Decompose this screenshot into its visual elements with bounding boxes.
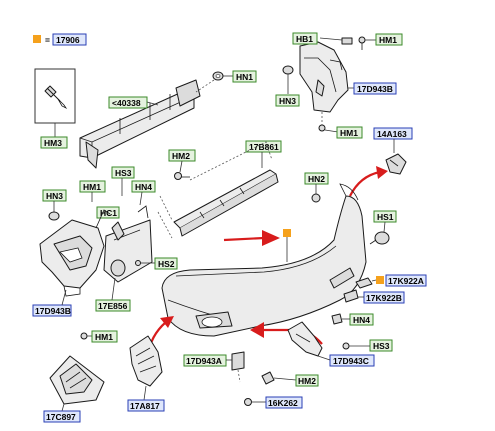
screw-hs2 <box>135 260 155 266</box>
reinforcement-beam <box>79 79 201 169</box>
shield-17a817 <box>129 335 163 387</box>
label-17d943a-text: 17D943A <box>186 356 222 366</box>
bracket-left <box>39 209 111 297</box>
label-hm2-top-text: HM2 <box>172 151 190 161</box>
label-17k922b <box>363 291 405 304</box>
label-hn2 <box>304 172 329 185</box>
label-hm1-top <box>375 33 403 46</box>
label-17b861-text: 17B861 <box>249 142 279 152</box>
label-hm1-left-text: HM1 <box>83 182 101 192</box>
label-hm1-right <box>336 126 363 139</box>
label-16k262-text: 16K262 <box>268 398 298 408</box>
label-17e856-text: 17E856 <box>98 301 128 311</box>
reflector-left <box>355 277 377 289</box>
legend-marker <box>33 35 41 43</box>
arrow-clip <box>349 166 388 197</box>
label-hb1-text: HB1 <box>296 34 313 44</box>
label-hn3-left <box>42 189 67 202</box>
label-17d943c <box>329 354 375 367</box>
label-17k922a-text: 17K922A <box>388 276 424 286</box>
label-17a817-text: 17A817 <box>130 401 160 411</box>
label-14a163 <box>373 127 413 140</box>
label-hm1-bottom-text: HM1 <box>95 332 113 342</box>
reflector-right <box>343 289 364 303</box>
label-hs2 <box>154 257 178 270</box>
screw-hs3-right <box>342 342 370 350</box>
label-17c897 <box>43 410 81 423</box>
label-hm1-right-text: HM1 <box>340 128 358 138</box>
label-hn4-right <box>349 313 374 326</box>
arrow-main <box>223 230 280 246</box>
label-hm2-bottom-text: HM2 <box>298 376 316 386</box>
nut-hn2 <box>311 193 321 203</box>
screw-hm1-right <box>318 112 339 133</box>
label-17b861 <box>245 140 282 153</box>
label-hm3 <box>40 136 68 149</box>
screw-hm2-bottom <box>261 371 297 385</box>
marker-bumper <box>283 229 291 237</box>
bracket-left-plate <box>103 205 153 283</box>
impact-absorber <box>157 141 279 239</box>
label-17c897-text: 17C897 <box>46 412 76 422</box>
screw-hm3 <box>34 68 76 137</box>
clip-17d943a <box>226 351 245 371</box>
label-hs3-left-text: HS3 <box>115 168 132 178</box>
label-17e856 <box>95 299 131 312</box>
label-hm1-left <box>79 180 106 193</box>
label-17d943c-text: 17D943C <box>333 356 369 366</box>
label-hm3-text: HM3 <box>44 138 62 148</box>
label-17d943b-right <box>353 82 397 95</box>
bracket-right-upper <box>299 41 355 113</box>
bracket-17d943c <box>287 321 323 357</box>
screw-hm1-bottom <box>80 332 93 340</box>
screw-hb1 <box>319 37 353 45</box>
screw-hm1-top <box>358 36 376 50</box>
label-17k922b-text: 17K922B <box>366 293 402 303</box>
label-14a163-text: 14A163 <box>377 129 407 139</box>
label-hn3-right-text: HN3 <box>279 96 296 106</box>
legend-code-box <box>52 33 87 46</box>
label-hn4-right-text: HN4 <box>353 315 370 325</box>
label-16k262 <box>265 396 303 409</box>
label-40338-text: <40338 <box>112 98 141 108</box>
nut-hn3-right <box>282 65 294 94</box>
marker-17k922a <box>376 276 384 284</box>
label-hb1 <box>292 32 318 45</box>
label-hs3-right <box>369 339 393 352</box>
label-hm1-bottom <box>91 330 118 343</box>
label-hn2-text: HN2 <box>308 174 325 184</box>
label-40338 <box>108 96 148 109</box>
label-hs3-right-text: HS3 <box>373 341 390 351</box>
label-hs2-text: HS2 <box>158 259 175 269</box>
label-hn3-left-text: HN3 <box>46 191 63 201</box>
legend-equals: = <box>45 35 50 45</box>
nut-hn1-top <box>195 71 233 93</box>
label-hm2-bottom <box>295 374 319 387</box>
legend-code: 17906 <box>56 35 80 45</box>
label-hn1-top <box>232 70 257 83</box>
label-hn1-top-text: HN1 <box>236 72 253 82</box>
nut-hn3-left <box>48 201 60 221</box>
label-17k922a <box>385 274 427 287</box>
label-17d943b-right-text: 17D943B <box>357 84 393 94</box>
panel-17c897 <box>49 355 105 405</box>
label-hn3-right <box>275 94 300 107</box>
label-17d943b-left <box>32 304 72 317</box>
clip-hn4-right <box>331 313 350 325</box>
nut-16k262 <box>244 398 266 406</box>
label-17a817 <box>127 399 165 412</box>
legend: = 17906 <box>33 33 87 46</box>
bumper-cover <box>161 183 367 337</box>
label-hn4-left-text: HN4 <box>135 182 152 192</box>
clip-14a163 <box>385 153 407 175</box>
label-hs3-left <box>111 166 135 179</box>
label-hn4-left <box>131 180 156 193</box>
label-17d943a <box>183 354 227 367</box>
label-17d943b-left-text: 17D943B <box>35 306 71 316</box>
screw-hm2-top <box>174 172 190 180</box>
clip-hs1 <box>369 231 390 245</box>
label-hm1-top-text: HM1 <box>379 35 397 45</box>
label-hs1-text: HS1 <box>377 212 394 222</box>
